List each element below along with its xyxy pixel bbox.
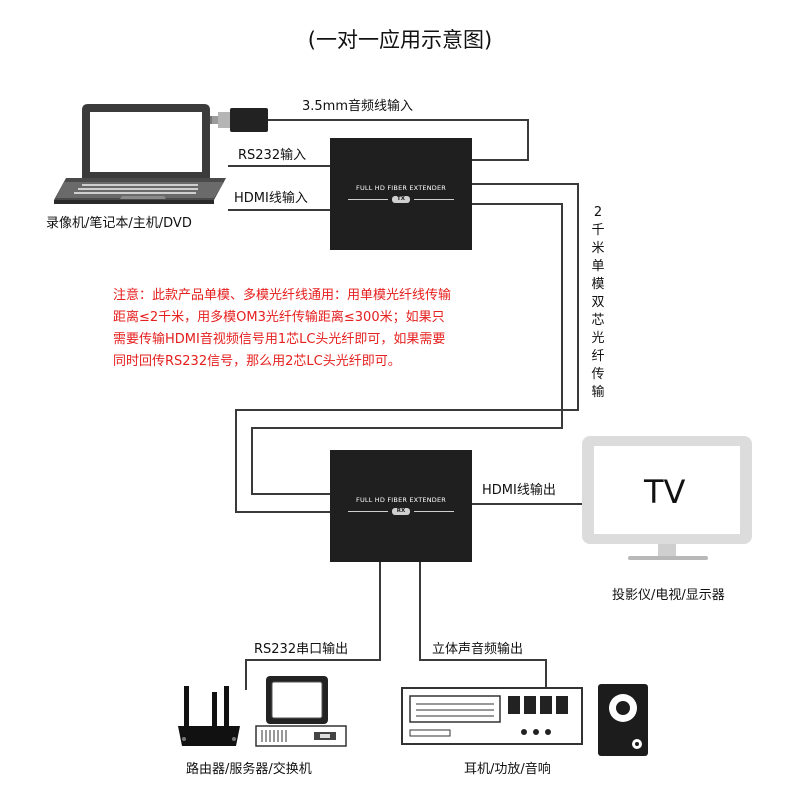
note-line: 同时回传RS232信号，那么用2芯LC头光纤即可。 [113,354,401,369]
tx-box-line-right [414,199,454,200]
tx-badge: TX [392,196,410,203]
audio-jack-icon [202,108,268,132]
tx-box-line-left [348,199,388,200]
audio-cable [268,119,529,161]
router-device-label: 路由器/服务器/交换机 [186,762,312,777]
usage-note: 注意：此款产品单模、多模光纤线通用：用单模光纤线传输 距离≤2千米，用多模OM3… [113,285,553,373]
page-title: (一对一应用示意图) [307,28,493,52]
audio-output-line [419,562,547,690]
audio-device-label: 耳机/功放/音响 [464,762,551,777]
server-monitor-icon [255,676,347,747]
fiber-cable-outer [235,183,579,513]
rs232-output-line [245,562,381,690]
rx-box-title: FULL HD FIBER EXTENDER [356,496,446,504]
rx-badge: RX [392,508,410,515]
audio-output-label: 立体声音频输出 [432,642,524,657]
rs232-output-label: RS232串口输出 [254,642,349,657]
router-icon [178,686,240,746]
tv-screen-text: TV [644,473,686,511]
rx-box-line-right [414,511,454,512]
rx-extender-box: FULL HD FIBER EXTENDER RX [330,450,472,562]
fiber-transmission-label: 2千米单模双芯光纤传输 [591,205,605,400]
rs232-input-label: RS232输入 [238,148,307,163]
rx-box-line-left [348,511,388,512]
source-device-label: 录像机/笔记本/主机/DVD [46,216,192,231]
audio-input-label: 3.5mm音频线输入 [302,99,414,114]
speaker-icon [598,684,648,756]
tx-extender-box: FULL HD FIBER EXTENDER TX [330,138,472,250]
tv-icon [582,436,752,560]
fiber-cable-inner [251,203,563,495]
note-line: 需要传输HDMI音视频信号用1芯LC头光纤即可，如果需要 [113,332,446,347]
tx-box-title: FULL HD FIBER EXTENDER [356,184,446,192]
hdmi-output-label: HDMI线输出 [482,483,556,498]
laptop-icon [54,104,226,204]
note-line: 注意：此款产品单模、多模光纤线通用：用单模光纤线传输 [113,288,452,303]
note-line: 距离≤2千米，用多模OM3光纤传输距离≤300米；如果只 [113,310,445,325]
display-device-label: 投影仪/电视/显示器 [612,588,725,603]
amplifier-icon [401,687,583,745]
hdmi-input-label: HDMI线输入 [234,191,308,206]
